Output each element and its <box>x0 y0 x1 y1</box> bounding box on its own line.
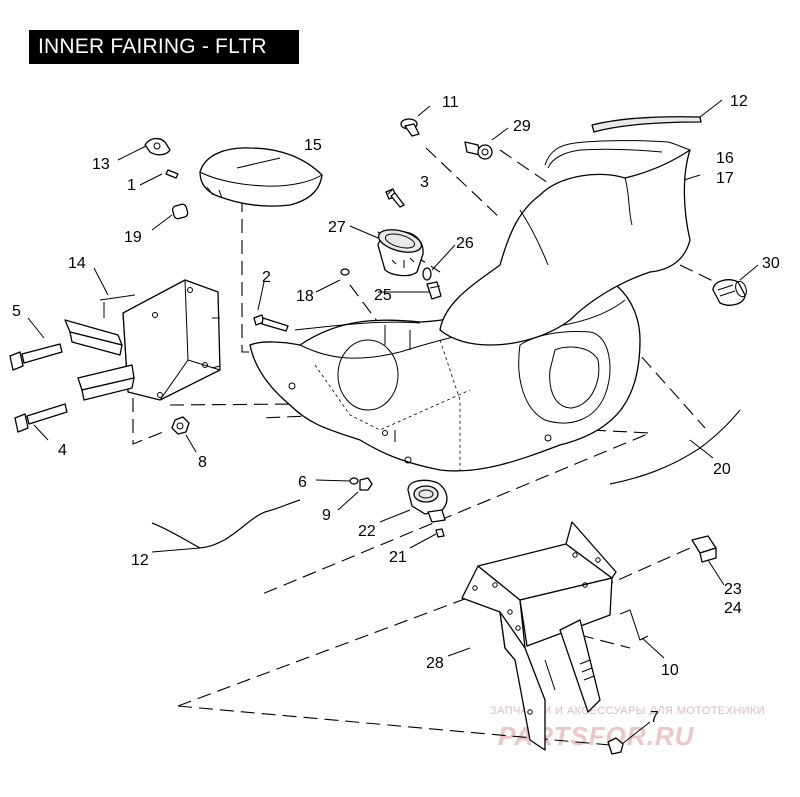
callout-14: 14 <box>68 255 86 272</box>
callout-20: 20 <box>713 461 731 478</box>
callout-18: 18 <box>296 288 314 305</box>
bushing <box>171 203 189 220</box>
washer-nut <box>349 477 373 491</box>
clip <box>144 137 171 156</box>
pad <box>199 147 323 207</box>
callout-30: 30 <box>762 255 780 272</box>
callout-4: 4 <box>58 442 67 459</box>
callout-25: 25 <box>374 287 392 304</box>
trim-strip-top <box>591 116 702 133</box>
connector-30 <box>712 279 747 306</box>
gauge <box>377 229 424 277</box>
callout-17: 17 <box>716 170 734 187</box>
callout-27: 27 <box>328 219 346 236</box>
callout-2: 2 <box>262 269 271 286</box>
callout-labels: 1 2 3 4 5 6 7 8 9 10 11 12 12 13 14 15 1… <box>12 93 780 726</box>
callout-12-bottom: 12 <box>131 552 149 569</box>
callout-9: 9 <box>322 507 331 524</box>
support-bracket <box>461 521 617 751</box>
wire-clip <box>619 609 649 641</box>
callout-15: 15 <box>304 137 322 154</box>
callout-19: 19 <box>124 229 142 246</box>
bolt-5 <box>9 343 63 371</box>
nut-7 <box>607 737 624 755</box>
callout-22: 22 <box>358 523 376 540</box>
callout-10: 10 <box>661 662 679 679</box>
callout-3: 3 <box>420 174 429 191</box>
screw-2 <box>253 314 289 332</box>
callout-11: 11 <box>442 94 459 111</box>
page-title: INNER FAIRING - FLTR <box>29 30 299 64</box>
leader-lines <box>27 99 759 745</box>
callout-21: 21 <box>389 549 407 566</box>
callout-12-top: 12 <box>730 93 748 110</box>
callout-1: 1 <box>127 177 136 194</box>
callout-13: 13 <box>92 156 110 173</box>
push-pin <box>400 118 420 137</box>
callout-28: 28 <box>426 655 444 672</box>
callout-5: 5 <box>12 303 21 320</box>
vent-tube <box>151 499 301 549</box>
callout-16: 16 <box>716 150 734 167</box>
fastener-18 <box>340 268 350 276</box>
fairing-cover <box>439 140 691 346</box>
callout-26: 26 <box>456 235 474 252</box>
screw-3 <box>385 188 405 208</box>
mounting-bracket <box>64 279 221 401</box>
bolt-4 <box>14 403 68 433</box>
screw-1 <box>165 169 179 179</box>
clamp <box>407 479 448 538</box>
callout-6: 6 <box>298 474 307 491</box>
callout-24: 24 <box>724 600 742 617</box>
nut-8 <box>171 416 190 435</box>
watermark-line1: ЗАПЧАСТИ И АКСЕССУАРЫ ДЛЯ МОТОТЕХНИКИ <box>490 705 765 717</box>
callout-7: 7 <box>650 709 659 726</box>
callout-29: 29 <box>513 118 531 135</box>
callout-23: 23 <box>724 581 742 598</box>
bulb-socket <box>422 267 442 300</box>
callout-8: 8 <box>198 454 207 471</box>
connector-23 <box>691 535 717 563</box>
connector-29 <box>464 141 493 160</box>
